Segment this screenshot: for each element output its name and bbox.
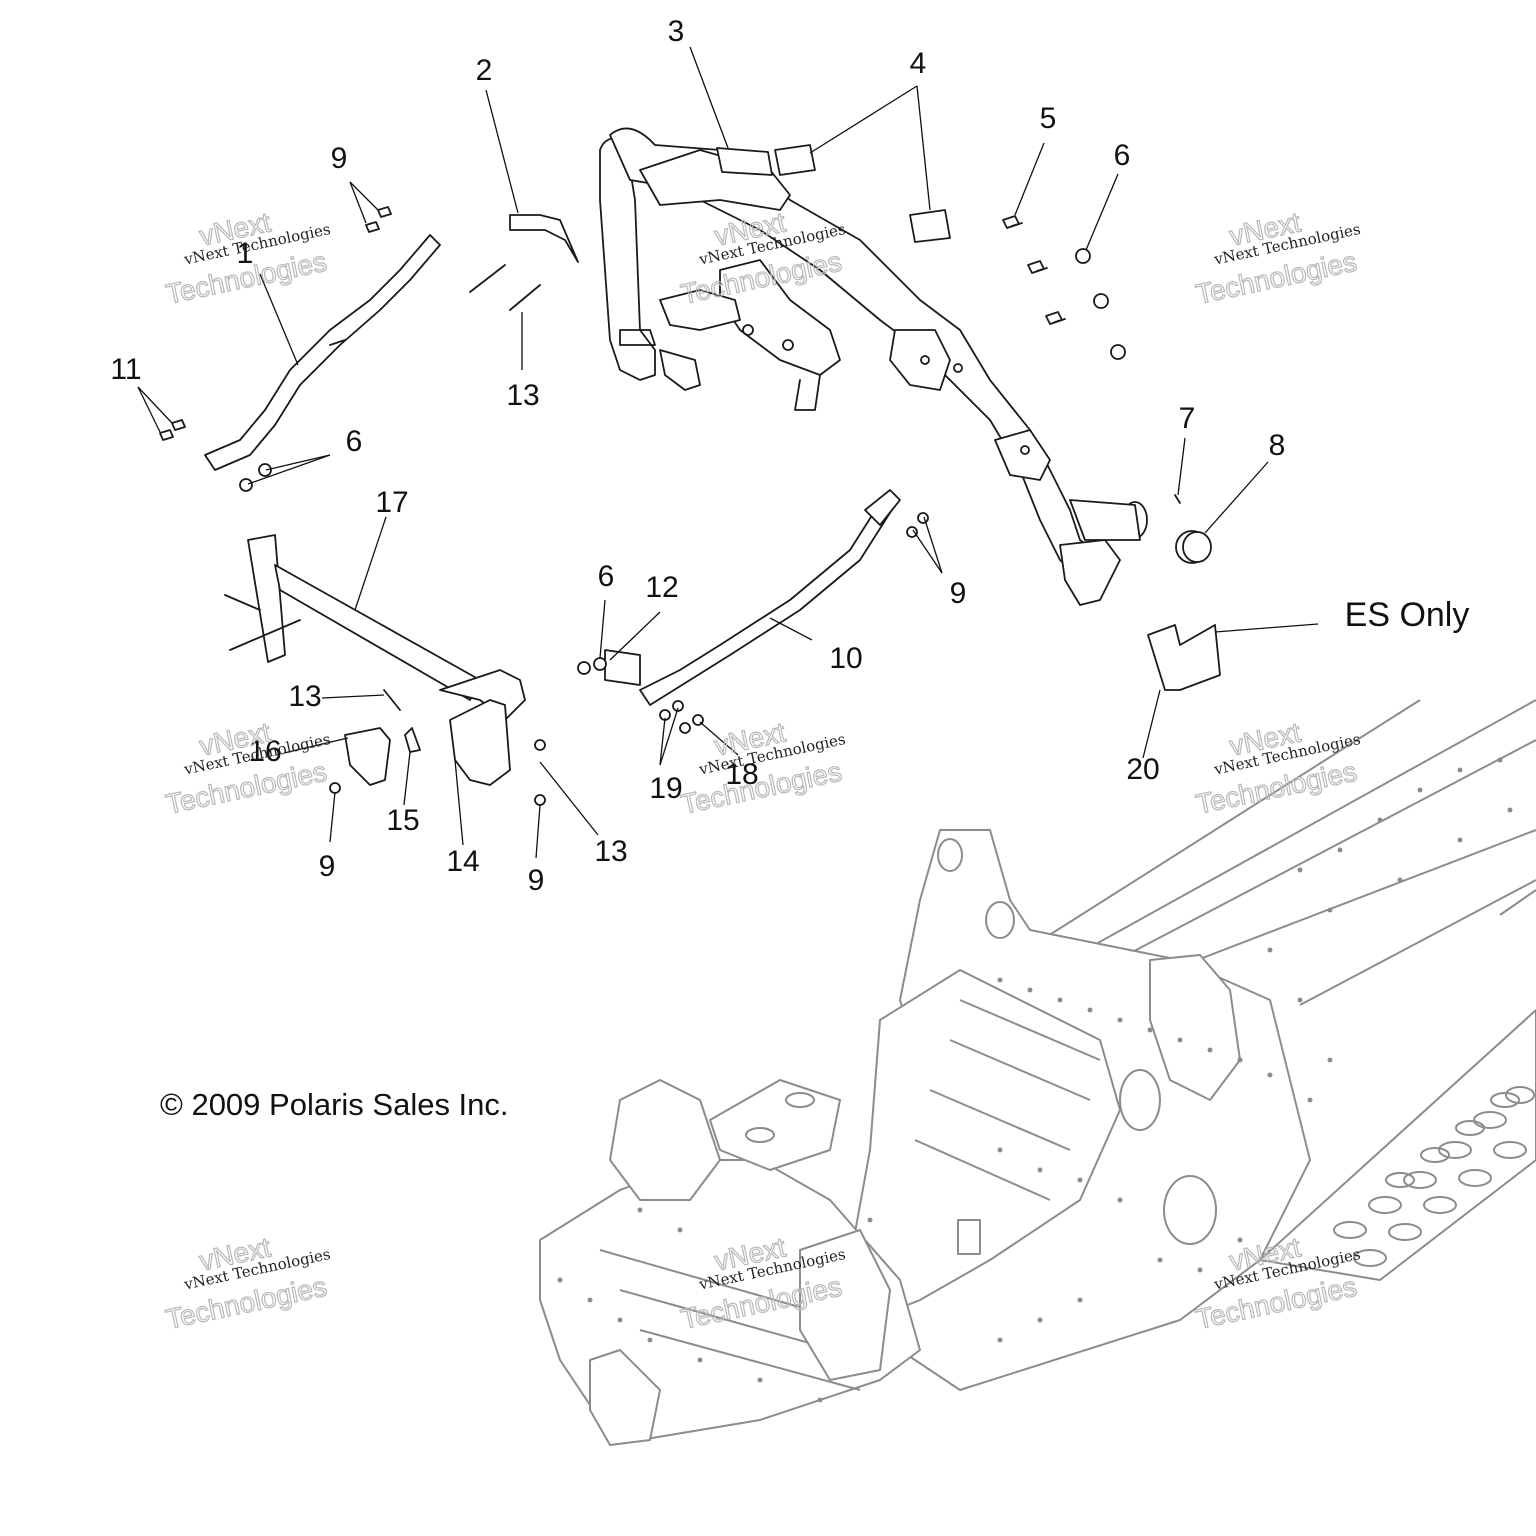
callout-labels: 1 2 3 4 5 6 6 6 7 8 9 9 9 9 10 11 12 13 … — [110, 15, 1285, 897]
part-7-pin — [1174, 494, 1181, 504]
callout-5: 5 — [1040, 102, 1057, 135]
callout-6-top: 6 — [1114, 139, 1131, 172]
part-2-bracket — [509, 214, 579, 263]
part-17-crossbar — [224, 534, 526, 721]
callout-15: 15 — [386, 804, 419, 837]
callout-4: 4 — [910, 47, 927, 80]
rivet-dots — [557, 757, 1513, 1403]
part-9-bolts-right — [906, 512, 929, 538]
callout-8: 8 — [1269, 429, 1286, 462]
leader-lines — [137, 46, 1319, 859]
callout-13-left: 13 — [288, 680, 321, 713]
part-4-pad-lower — [909, 209, 951, 243]
callout-9-bottom-left: 9 — [319, 850, 336, 883]
copyright-notice: © 2009 Polaris Sales Inc. — [160, 1087, 509, 1122]
callout-18: 18 — [725, 758, 758, 791]
callout-6-mid: 6 — [598, 560, 615, 593]
callout-20: 20 — [1126, 753, 1159, 786]
part-16-plate — [344, 727, 391, 786]
callout-12: 12 — [645, 571, 678, 604]
callout-9-right: 9 — [950, 577, 967, 610]
es-only-note: ES Only — [1345, 596, 1470, 634]
part-20-es-bracket — [1147, 624, 1221, 691]
part-8-end-cap — [1175, 530, 1212, 564]
watermark-top-left: vNext vNext Technologies Technologies — [163, 206, 333, 311]
callout-3: 3 — [668, 15, 685, 48]
callout-1: 1 — [237, 237, 254, 270]
watermark-bottom-left: vNext vNext Technologies Technologies — [163, 1231, 333, 1336]
part-10-strut — [639, 489, 901, 706]
callout-19: 19 — [649, 772, 682, 805]
part-13-pin-left — [383, 689, 401, 711]
callout-11: 11 — [110, 353, 141, 386]
part-13-pin-upper-a — [469, 264, 506, 293]
part-15-clip — [404, 727, 421, 753]
part-4-pad-upper — [774, 144, 816, 176]
watermark-top-right: vNext vNext Technologies Technologies — [1193, 206, 1363, 311]
watermark-mid-right: vNext vNext Technologies Technologies — [1193, 716, 1363, 821]
callout-9-top-left: 9 — [331, 142, 348, 175]
part-1-brace — [204, 234, 441, 471]
bolt-and-nut-set — [1002, 215, 1126, 360]
part-18-19-hardware — [659, 700, 704, 734]
part-11-bolts — [159, 419, 186, 441]
watermark-mid-left: vNext vNext Technologies Technologies — [163, 716, 333, 821]
part-14-bracket — [449, 699, 511, 786]
callout-14: 14 — [446, 845, 479, 878]
callout-17: 17 — [375, 486, 408, 519]
callout-6-left: 6 — [346, 425, 363, 458]
callout-13-bottom: 13 — [594, 835, 627, 868]
upper-frame-assembly — [599, 127, 1148, 606]
part-9-bolts-upper-left — [365, 206, 392, 233]
part-6-nuts-left — [239, 463, 272, 492]
watermark-top-center: vNext vNext Technologies Technologies — [678, 206, 848, 311]
callout-9-bottom-mid: 9 — [528, 864, 545, 897]
chassis-tunnel-illustration — [539, 699, 1536, 1446]
callout-13-top: 13 — [506, 379, 539, 412]
callout-2: 2 — [476, 54, 493, 87]
callout-7: 7 — [1179, 402, 1196, 435]
part-12-plate-and-nuts — [577, 649, 641, 686]
callout-16: 16 — [248, 735, 281, 768]
footrest-holes — [1333, 1086, 1535, 1267]
part-13-pin-upper-b — [509, 284, 541, 311]
callout-10: 10 — [829, 642, 862, 675]
